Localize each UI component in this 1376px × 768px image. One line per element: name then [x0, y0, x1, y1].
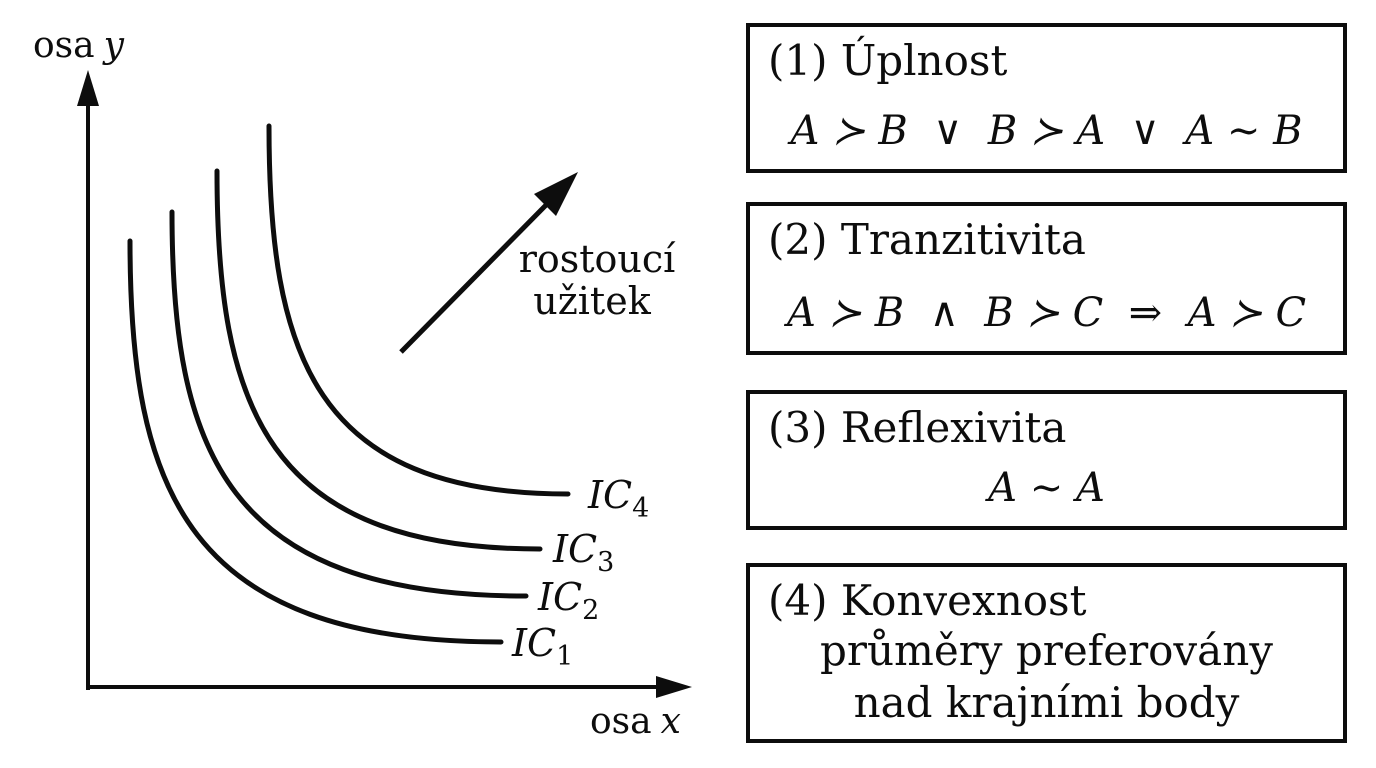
axiom-heading: (2) Tranzitivita [768, 215, 1086, 264]
axiom-description-line1: průměry preferovány [820, 626, 1273, 676]
axiom-formula: A ∼ A [988, 465, 1105, 511]
ic3-label: IC3 [552, 527, 614, 578]
utility-arrow-line [399, 198, 553, 354]
utility-arrow-label-line1: rostoucí [519, 237, 676, 281]
axiom-heading: (3) Reflexivita [768, 403, 1067, 452]
indifference-curve-3 [214, 168, 543, 552]
utility-arrowhead-icon [534, 172, 578, 216]
indifference-curve-1 [127, 238, 504, 645]
utility-arrow-label-line2: užitek [533, 279, 651, 323]
axiom-box-uplnost: (1) Úplnost A ≻ B ∨ B ≻ A ∨ A ∼ B [746, 23, 1347, 173]
axiom-formula: A ≻ B ∨ B ≻ A ∨ A ∼ B [790, 108, 1303, 154]
ic2-label: IC2 [537, 575, 599, 626]
ic4-label: IC4 [587, 473, 649, 524]
y-axis-arrowhead-icon [77, 70, 99, 106]
axiom-box-tranzitivita: (2) Tranzitivita A ≻ B ∧ B ≻ C ⇒ A ≻ C [746, 202, 1347, 355]
indifference-curve-2 [169, 209, 529, 599]
indifference-curve-4 [266, 123, 571, 497]
axiom-box-konvexnost: (4) Konvexnost průměry preferovány nad k… [746, 563, 1347, 743]
axiom-box-reflexivita: (3) Reflexivita A ∼ A [746, 390, 1347, 530]
x-axis-arrowhead-icon [656, 676, 692, 698]
axiom-heading: (4) Konvexnost [768, 576, 1087, 625]
ic1-label: IC1 [511, 621, 573, 672]
axiom-heading: (1) Úplnost [768, 36, 1008, 85]
axiom-formula: A ≻ B ∧ B ≻ C ⇒ A ≻ C [786, 290, 1307, 336]
axiom-description: průměry preferovány nad krajními body [750, 625, 1343, 739]
axiom-description-line2: nad krajními body [853, 677, 1240, 727]
